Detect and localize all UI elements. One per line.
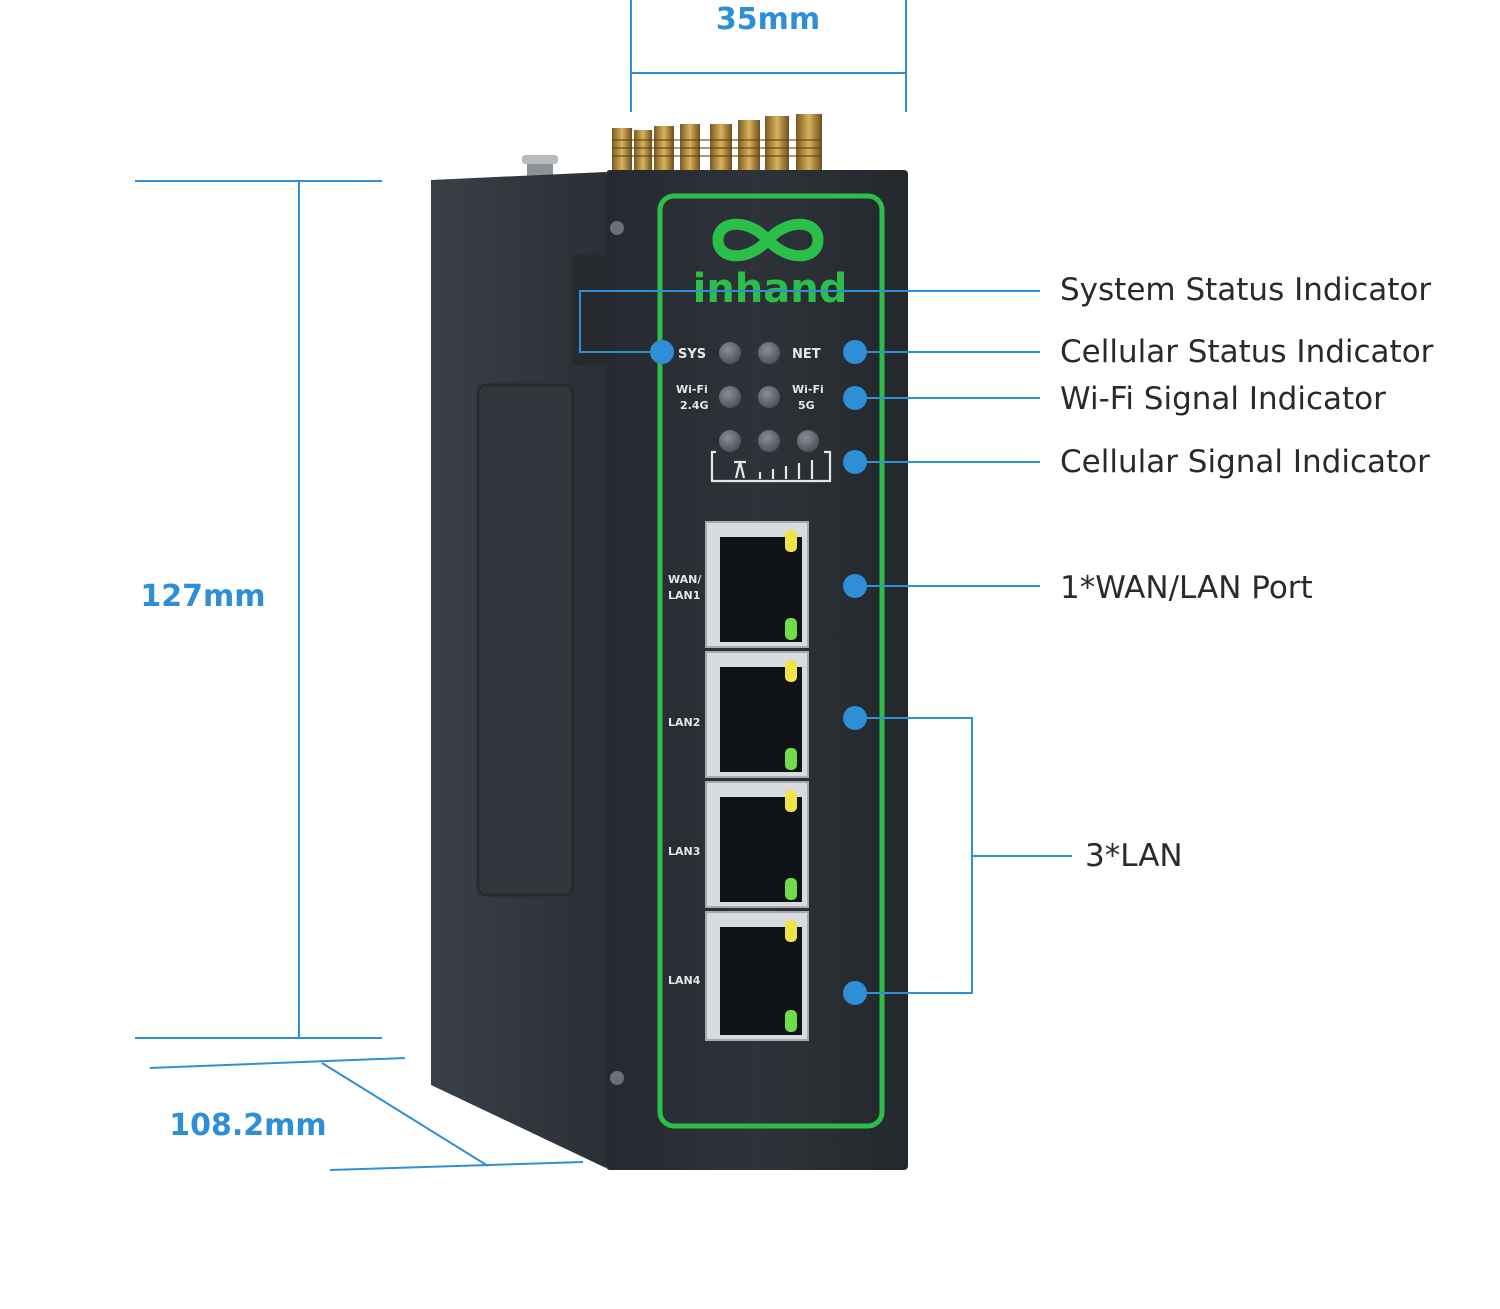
callout-cellular-status: Cellular Status Indicator <box>843 334 1434 370</box>
led-signal-2 <box>758 430 780 452</box>
port-label-lan4: LAN4 <box>668 974 701 987</box>
label-lan: 3*LAN <box>1085 838 1183 874</box>
port-wan-lan1 <box>705 521 809 648</box>
antenna-connectors <box>612 114 822 172</box>
led-wifi5 <box>758 386 780 408</box>
label-cellular-signal: Cellular Signal Indicator <box>1060 444 1430 480</box>
led-label-wifi5-2: 5G <box>798 399 815 412</box>
height-label: 127mm <box>140 579 265 614</box>
brand-logo: inhand <box>693 218 848 312</box>
port-label-wan-1: WAN/ <box>668 573 702 586</box>
led-signal-3 <box>797 430 819 452</box>
led-label-net: NET <box>792 347 821 362</box>
dimension-height: 127mm <box>135 180 382 1039</box>
label-wan-lan-port: 1*WAN/LAN Port <box>1060 570 1313 606</box>
callout-system-status: System Status Indicator <box>579 272 1431 364</box>
dimension-width: 35mm <box>630 0 907 112</box>
green-trim <box>657 193 885 1129</box>
label-wifi-signal: Wi-Fi Signal Indicator <box>1060 381 1386 417</box>
led-label-wifi24-2: 2.4G <box>680 399 709 412</box>
port-label-lan2: LAN2 <box>668 716 700 729</box>
port-label-lan3: LAN3 <box>668 845 700 858</box>
led-label-wifi24-1: Wi-Fi <box>676 383 708 396</box>
depth-label: 108.2mm <box>169 1108 326 1143</box>
status-leds: SYS NET Wi-Fi 2.4G Wi-Fi 5G <box>676 342 832 483</box>
led-sys <box>719 342 741 364</box>
port-lan4 <box>705 911 809 1041</box>
led-net <box>758 342 780 364</box>
led-wifi24 <box>719 386 741 408</box>
device-side-panel <box>431 172 606 1168</box>
port-lan3 <box>705 781 809 908</box>
led-label-wifi5-1: Wi-Fi <box>792 383 824 396</box>
ethernet-ports: WAN/ LAN1 LAN2 LAN3 LAN4 <box>668 521 809 1041</box>
label-cellular-status: Cellular Status Indicator <box>1060 334 1434 370</box>
callout-wan-lan-port: 1*WAN/LAN Port <box>843 570 1313 606</box>
port-label-wan-2: LAN1 <box>668 589 700 602</box>
label-system-status: System Status Indicator <box>1060 272 1431 308</box>
width-label: 35mm <box>716 2 820 37</box>
callout-lan: 3*LAN <box>843 706 1183 1005</box>
infinity-logo-icon <box>712 218 824 262</box>
led-signal-1 <box>719 430 741 452</box>
dimension-depth: 108.2mm <box>149 1057 584 1171</box>
callout-wifi-signal: Wi-Fi Signal Indicator <box>843 381 1386 417</box>
led-label-sys: SYS <box>678 347 706 362</box>
brand-wordmark: inhand <box>693 266 848 312</box>
callout-cellular-signal: Cellular Signal Indicator <box>843 444 1430 480</box>
port-lan2 <box>705 651 809 778</box>
signal-bars-icon <box>710 450 832 483</box>
